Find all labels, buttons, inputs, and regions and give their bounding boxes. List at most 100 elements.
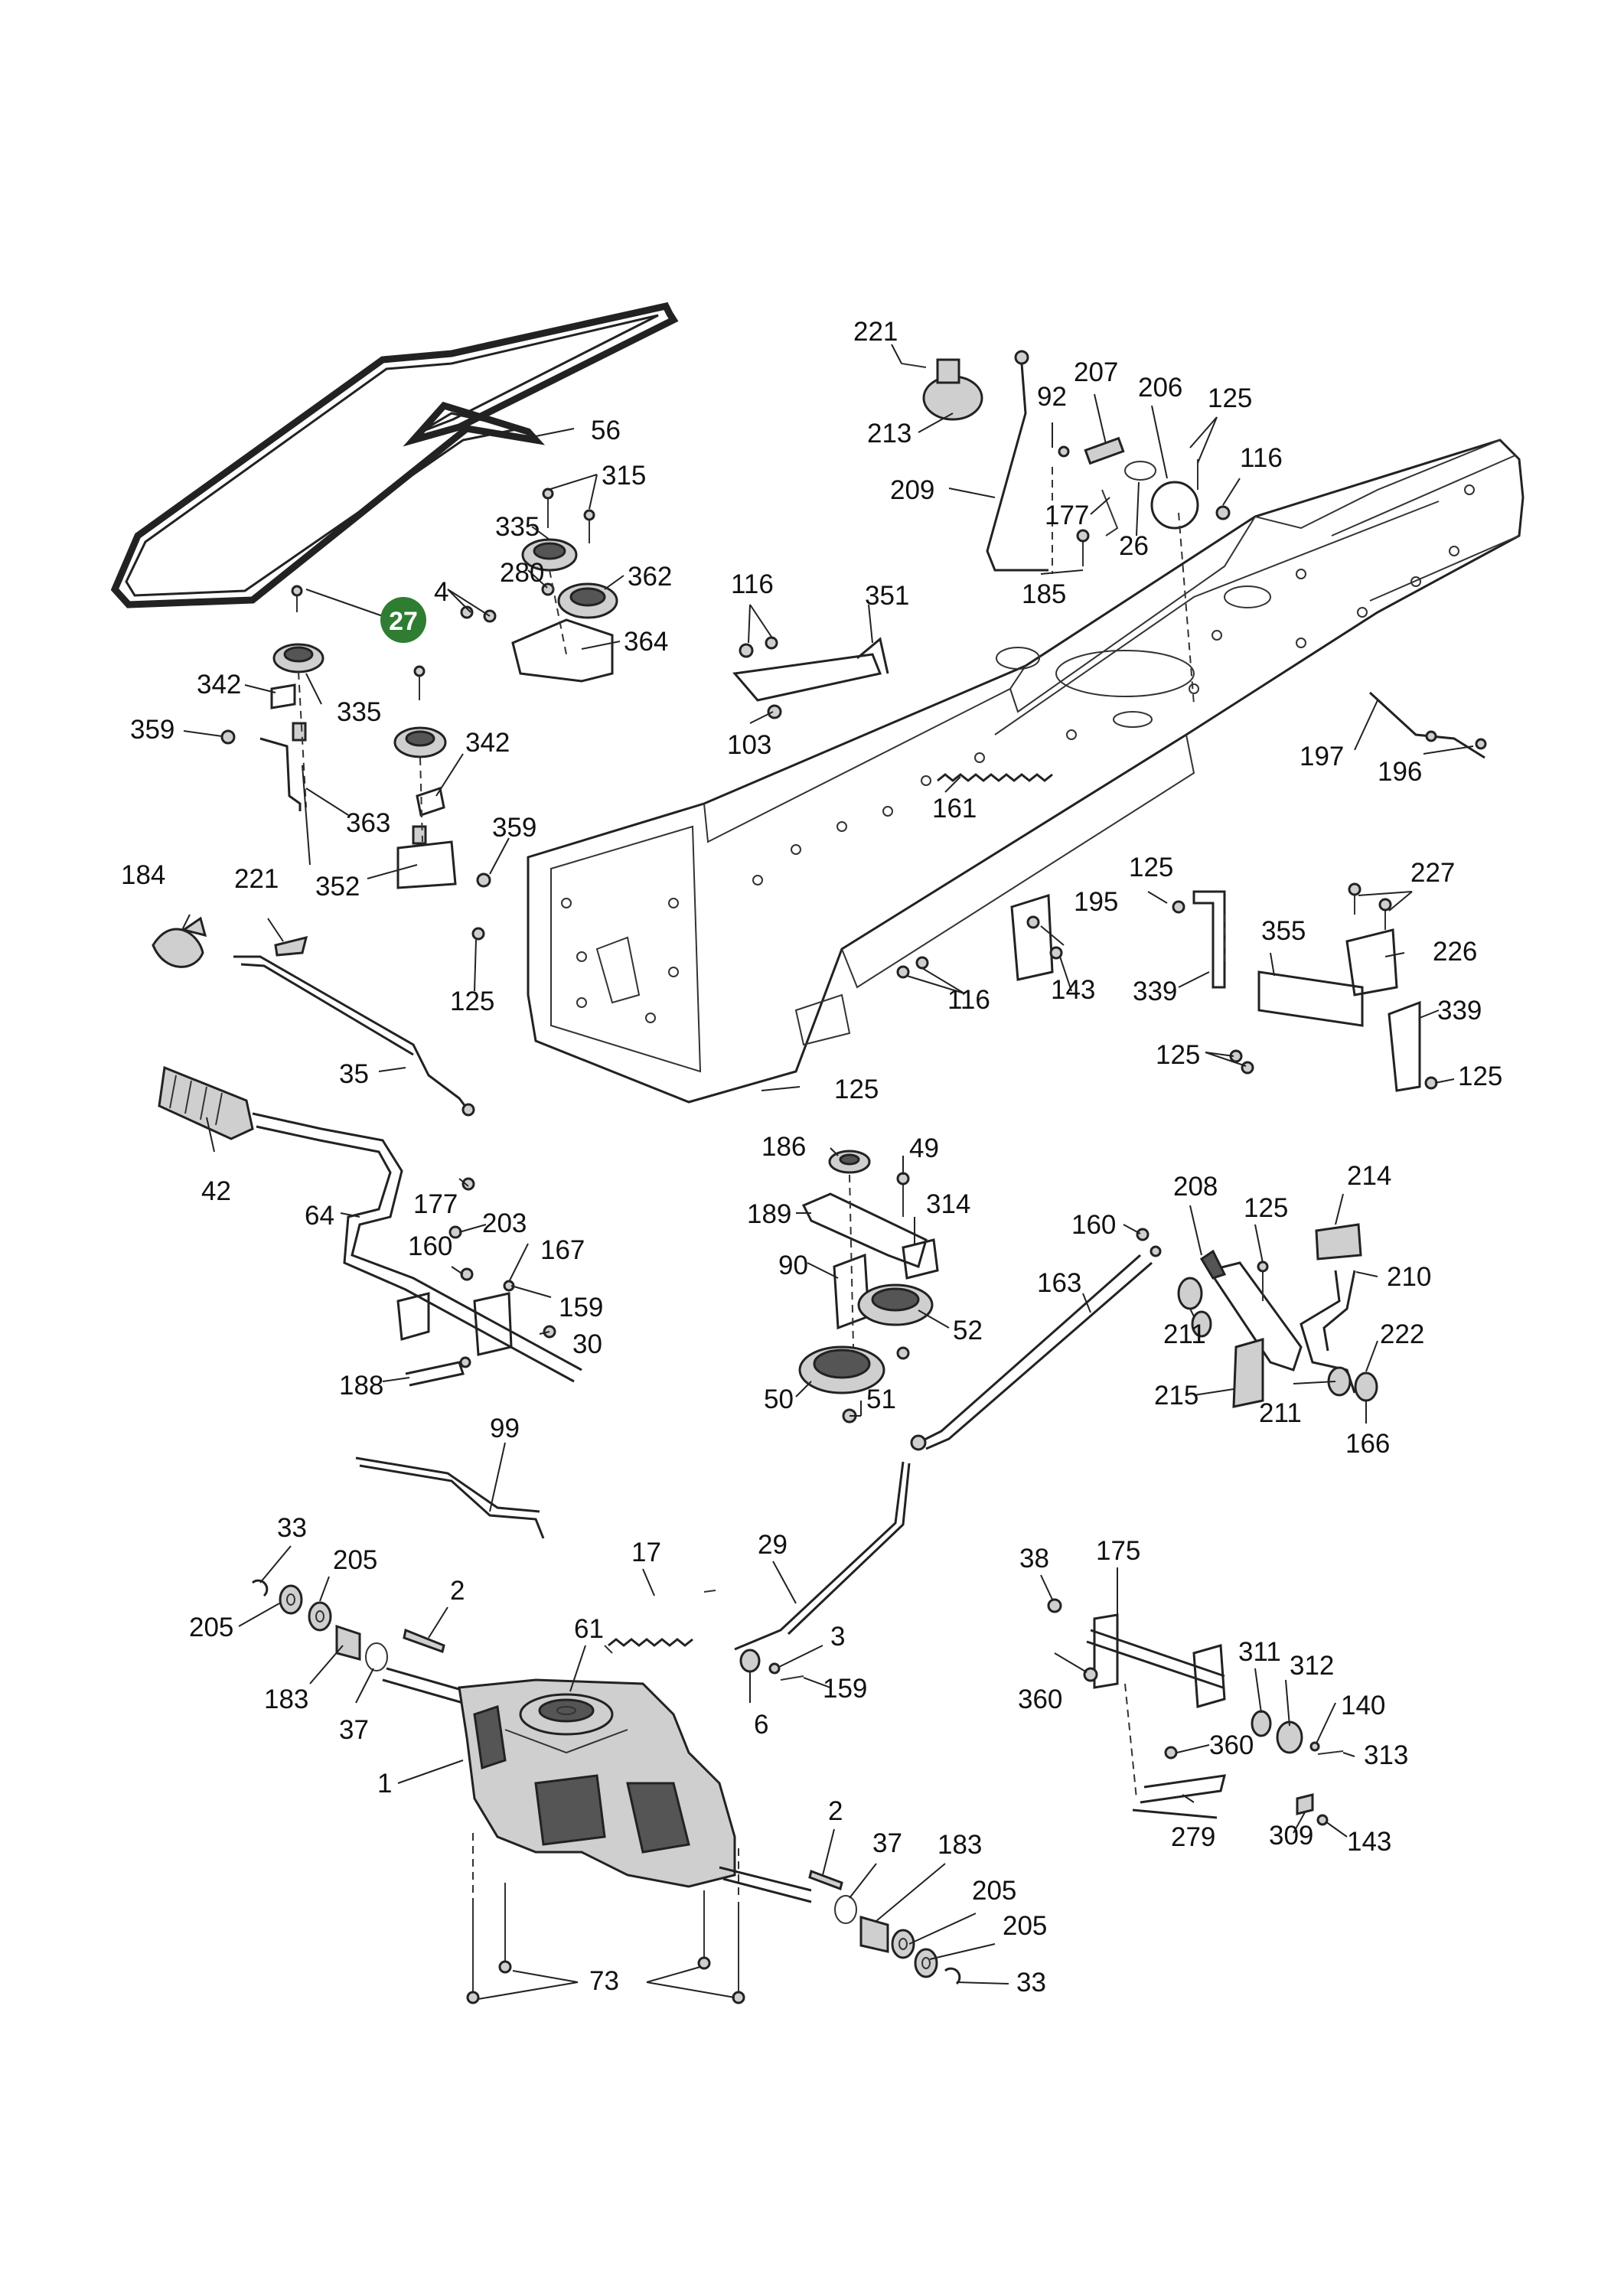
callout-badge[interactable]: 27 bbox=[380, 597, 426, 643]
part-label: 61 bbox=[574, 1614, 604, 1644]
part-label: 205 bbox=[972, 1876, 1016, 1906]
part-label: 342 bbox=[465, 728, 510, 758]
part-label: 143 bbox=[1347, 1827, 1391, 1857]
part-label: 197 bbox=[1300, 742, 1344, 771]
part-label: 29 bbox=[758, 1530, 788, 1560]
part-label: 351 bbox=[865, 581, 909, 611]
part-labels: 56 315 335 280 362 4 364 342 335 359 342… bbox=[121, 317, 1502, 1998]
main-frame[interactable] bbox=[527, 439, 1525, 1104]
part-label: 37 bbox=[872, 1828, 902, 1858]
part-label: 203 bbox=[482, 1208, 527, 1238]
part-label: 33 bbox=[1016, 1968, 1046, 1998]
part-label: 360 bbox=[1209, 1730, 1254, 1760]
part-label: 26 bbox=[1119, 531, 1149, 561]
part-label: 125 bbox=[1156, 1040, 1200, 1070]
rod-99[interactable] bbox=[355, 1456, 545, 1539]
part-label: 188 bbox=[339, 1371, 383, 1401]
part-label: 226 bbox=[1433, 937, 1477, 967]
part-label: 49 bbox=[909, 1133, 939, 1163]
part-label: 206 bbox=[1138, 373, 1182, 403]
part-label: 315 bbox=[602, 461, 646, 491]
center-pulley-assembly[interactable] bbox=[798, 1150, 939, 1424]
part-label: 42 bbox=[201, 1176, 231, 1206]
brake-pedal-assembly[interactable] bbox=[910, 1223, 1378, 1451]
part-label: 33 bbox=[277, 1513, 307, 1543]
part-label: 183 bbox=[938, 1830, 982, 1860]
part-label: 140 bbox=[1341, 1691, 1385, 1720]
part-label: 209 bbox=[890, 475, 934, 505]
part-label: 3 bbox=[830, 1622, 845, 1652]
part-label: 125 bbox=[1458, 1062, 1502, 1091]
part-label: 196 bbox=[1378, 757, 1422, 787]
part-label: 73 bbox=[589, 1966, 619, 1996]
part-label: 167 bbox=[540, 1235, 585, 1265]
part-label: 211 bbox=[1259, 1398, 1302, 1428]
part-label: 56 bbox=[591, 416, 621, 445]
part-label: 205 bbox=[333, 1545, 377, 1575]
part-label: 183 bbox=[264, 1684, 308, 1714]
part-label: 37 bbox=[339, 1715, 369, 1745]
part-label: 50 bbox=[764, 1384, 794, 1414]
part-label: 311 bbox=[1238, 1637, 1281, 1667]
part-label: 103 bbox=[727, 730, 771, 760]
part-label: 339 bbox=[1437, 996, 1482, 1026]
part-label: 189 bbox=[747, 1199, 791, 1229]
spring-17[interactable] bbox=[604, 1590, 716, 1654]
part-label: 309 bbox=[1269, 1821, 1313, 1851]
part-label: 163 bbox=[1037, 1268, 1081, 1298]
part-label: 227 bbox=[1410, 858, 1455, 888]
part-label: 207 bbox=[1074, 357, 1118, 387]
part-label: 116 bbox=[947, 985, 990, 1015]
part-label: 364 bbox=[624, 627, 668, 657]
part-label: 210 bbox=[1387, 1262, 1431, 1292]
part-label: 185 bbox=[1022, 579, 1066, 609]
brake-shaft-assembly[interactable] bbox=[1047, 1598, 1344, 1826]
part-label: 99 bbox=[490, 1414, 520, 1443]
part-label: 359 bbox=[130, 715, 174, 745]
part-label: 184 bbox=[121, 860, 165, 890]
leader-lines bbox=[181, 344, 1474, 2000]
part-label: 280 bbox=[500, 558, 544, 588]
part-label: 177 bbox=[1045, 501, 1089, 530]
part-label: 4 bbox=[434, 577, 448, 607]
part-label: 90 bbox=[778, 1251, 808, 1280]
part-label: 35 bbox=[339, 1059, 369, 1089]
part-label: 125 bbox=[1208, 383, 1252, 413]
left-axle-hardware[interactable] bbox=[252, 1579, 445, 1671]
part-label: 17 bbox=[631, 1538, 661, 1567]
part-label: 52 bbox=[953, 1316, 983, 1345]
part-label: 312 bbox=[1290, 1651, 1334, 1681]
rod-29[interactable] bbox=[734, 1461, 911, 1681]
part-label: 205 bbox=[189, 1613, 233, 1642]
part-label: 160 bbox=[408, 1231, 452, 1261]
idler-pulley-assembly[interactable] bbox=[220, 488, 618, 889]
part-label: 159 bbox=[559, 1293, 603, 1322]
callout-badge-circle bbox=[380, 597, 426, 643]
part-label: 125 bbox=[1129, 853, 1173, 882]
part-label: 195 bbox=[1074, 887, 1118, 917]
part-label: 313 bbox=[1364, 1740, 1408, 1770]
part-label: 339 bbox=[1133, 977, 1177, 1006]
callout-badge-label: 27 bbox=[389, 607, 418, 636]
shift-lever-assembly[interactable] bbox=[158, 1065, 582, 1387]
part-label: 360 bbox=[1018, 1684, 1062, 1714]
part-label: 211 bbox=[1163, 1319, 1206, 1349]
part-label: 1 bbox=[377, 1769, 392, 1799]
part-label: 160 bbox=[1071, 1210, 1116, 1240]
deck-lift-link[interactable] bbox=[152, 916, 485, 1117]
right-axle-hardware[interactable] bbox=[808, 1870, 961, 1985]
part-label: 116 bbox=[731, 569, 774, 599]
part-label: 30 bbox=[572, 1329, 602, 1359]
part-label: 159 bbox=[823, 1674, 867, 1704]
lift-rod-assembly[interactable] bbox=[901, 350, 1231, 705]
part-label: 214 bbox=[1347, 1161, 1391, 1191]
part-label: 64 bbox=[305, 1201, 334, 1231]
part-label: 279 bbox=[1171, 1822, 1215, 1852]
part-label: 335 bbox=[337, 697, 381, 727]
part-label: 355 bbox=[1261, 916, 1306, 946]
part-label: 362 bbox=[628, 562, 672, 592]
drive-belt[interactable] bbox=[110, 302, 679, 608]
part-label: 6 bbox=[754, 1710, 768, 1740]
part-label: 143 bbox=[1051, 975, 1095, 1005]
transaxle[interactable] bbox=[382, 1667, 812, 2004]
